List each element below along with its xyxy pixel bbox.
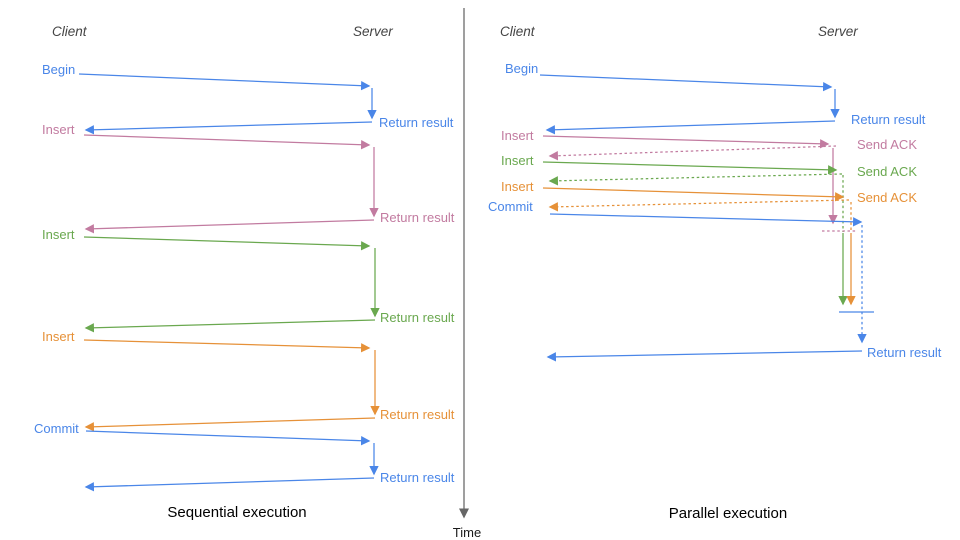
response-arrow (546, 350, 863, 362)
request-arrow (83, 134, 371, 150)
server-lifeline-header: Server (353, 24, 393, 39)
request-arrow (539, 74, 833, 92)
request-arrow (542, 187, 845, 202)
response-label: Return result (867, 345, 942, 360)
response-arrow (84, 319, 376, 333)
panel-title: Sequential execution (167, 504, 306, 521)
request-arrow (78, 73, 371, 91)
request-label: Insert (501, 179, 534, 194)
time-axis: Time (453, 8, 481, 540)
message-insert-3: Insert Return result (42, 329, 455, 432)
response-label: Send ACK (857, 137, 917, 152)
request-arrow (83, 236, 371, 251)
response-label: Send ACK (857, 164, 917, 179)
parallel-panel: Client Server Begin Return result Insert… (488, 24, 942, 522)
message-insert-1: Insert Return result (42, 122, 455, 234)
request-label: Commit (488, 199, 533, 214)
server-lifeline-header: Server (818, 24, 858, 39)
ack-arrow (548, 199, 850, 212)
response-label: Send ACK (857, 190, 917, 205)
request-label: Insert (42, 329, 75, 344)
request-label: Insert (42, 122, 75, 137)
response-arrow (84, 417, 376, 432)
message-insert-2: Insert Send ACK (501, 153, 917, 306)
client-lifeline-header: Client (500, 24, 536, 39)
panel-title: Parallel execution (669, 505, 787, 522)
response-arrow (84, 219, 375, 234)
response-arrow (84, 477, 375, 492)
request-label: Begin (42, 62, 75, 77)
request-arrow (85, 430, 371, 446)
message-insert-3: Insert Send ACK (501, 179, 917, 306)
response-arrow (545, 120, 836, 135)
request-label: Insert (501, 128, 534, 143)
message-insert-2: Insert Return result (42, 227, 455, 333)
message-begin: Begin Return result (505, 61, 926, 135)
response-label: Return result (379, 115, 454, 130)
client-lifeline-header: Client (52, 24, 88, 39)
ack-arrow (548, 173, 843, 186)
request-arrow (549, 213, 863, 227)
request-label: Insert (501, 153, 534, 168)
message-insert-1: Insert Send ACK (501, 128, 917, 225)
request-arrow (83, 339, 371, 353)
request-label: Begin (505, 61, 538, 76)
response-label: Return result (380, 407, 455, 422)
response-label: Return result (380, 210, 455, 225)
response-label: Return result (380, 470, 455, 485)
time-axis-label: Time (453, 525, 481, 540)
message-begin: Begin Return result (42, 62, 454, 135)
sequential-panel: Client Server Begin Return result Insert… (34, 24, 455, 521)
request-arrow (542, 135, 830, 149)
request-label: Commit (34, 421, 79, 436)
ack-arrow (548, 145, 837, 161)
message-commit: Commit Return result (34, 421, 455, 492)
message-commit: Commit Return result (488, 199, 942, 362)
request-arrow (542, 161, 838, 175)
request-label: Insert (42, 227, 75, 242)
response-label: Return result (851, 112, 926, 127)
response-arrow (84, 121, 373, 135)
response-label: Return result (380, 310, 455, 325)
